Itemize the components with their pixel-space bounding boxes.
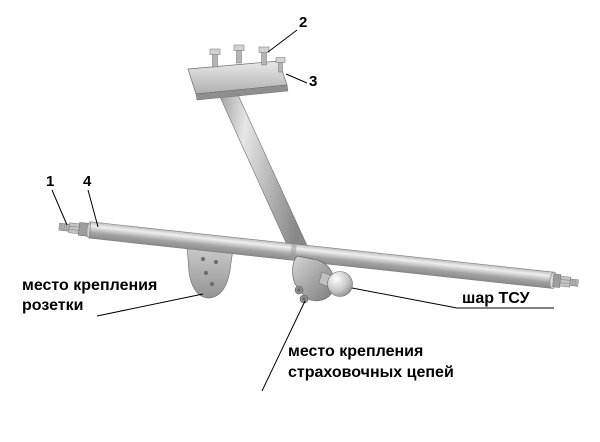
leader-line-tow-ball (351, 287, 458, 309)
mounting-plate (187, 60, 289, 101)
crossbar-assembly (58, 221, 579, 289)
labels: 2 3 1 4 место крепления розетки шар ТСУ … (22, 14, 531, 381)
callout-2: 2 (299, 14, 307, 31)
leader-line-callout-3 (285, 73, 308, 84)
chains-mount-label-line1: место крепления (288, 343, 423, 360)
bolt-shaft (236, 49, 242, 64)
nut-facet-line (560, 282, 571, 285)
leader-line-callout-2 (267, 29, 298, 53)
socket-bracket-plate (186, 244, 234, 299)
chains-mount-label-line2: страховочных цепей (288, 364, 454, 381)
right-end-stud (552, 273, 579, 288)
leader-line-callout-1 (51, 189, 68, 226)
bolt-head (258, 46, 270, 53)
bolt-shaft (261, 51, 267, 66)
bracket-hole (201, 257, 205, 261)
bracket-hole (214, 260, 218, 264)
callout-1: 1 (46, 173, 54, 190)
thread-line (65, 223, 68, 231)
leader-line-socket-mount (96, 293, 204, 317)
mounting-bolt-2 (233, 44, 245, 64)
leader-line-callout-4 (87, 189, 99, 228)
leader-line-chains-mount (261, 300, 306, 392)
left-stud-nut (68, 222, 80, 235)
tow-ball (327, 271, 353, 297)
thread-line (60, 223, 63, 231)
leader-lines (51, 29, 554, 392)
bolt-head (209, 48, 221, 55)
mounting-bolts (209, 44, 286, 73)
bracket-hole (204, 271, 208, 275)
right-stud-thread (569, 278, 579, 287)
thread-line (571, 279, 574, 286)
nut-facet-line (69, 225, 80, 228)
thread-line (574, 279, 576, 287)
mounting-plate-front-edge (195, 84, 289, 101)
socket-mount-label-line1: место крепления (22, 277, 157, 294)
ball-hitch-assembly (292, 255, 353, 304)
thread-line (63, 223, 65, 231)
mounting-bolt-1 (209, 48, 221, 68)
bracket-hole (210, 282, 214, 286)
bolt-head (233, 44, 245, 51)
callout-4: 4 (83, 173, 92, 190)
right-stud-nut (559, 275, 571, 288)
mounting-bolt-3 (258, 46, 270, 66)
bolt-shaft (278, 61, 283, 73)
weld-collar (289, 243, 297, 261)
tow-ball-label: шар ТСУ (462, 290, 531, 307)
socket-mount-label-line2: розетки (22, 297, 83, 314)
mounting-bolt-4 (275, 57, 286, 73)
socket-bracket (186, 244, 234, 299)
shackle-bolt-center (302, 297, 306, 301)
callout-3: 3 (309, 73, 317, 90)
chain-shackle-bolts (294, 285, 309, 304)
nut-facet-line (560, 279, 571, 281)
bolt-head (275, 57, 286, 63)
shackle-bolt-center (297, 288, 301, 292)
bolt-shaft (212, 53, 218, 68)
nut-facet-line (68, 229, 79, 231)
